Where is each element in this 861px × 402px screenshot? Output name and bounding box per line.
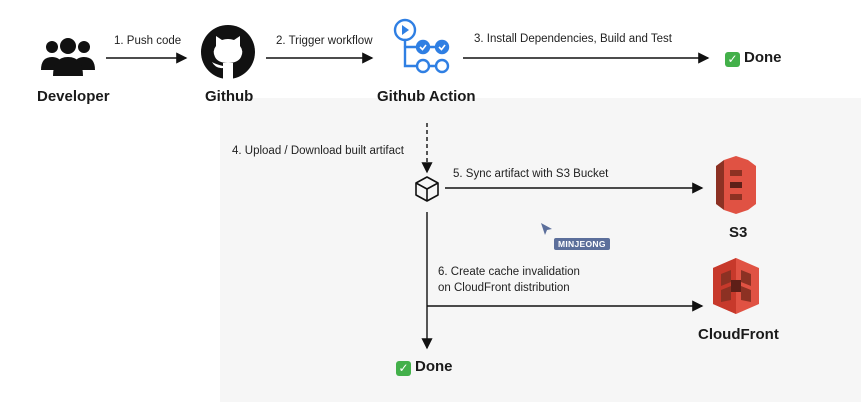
check-mark-icon: ✓: [725, 52, 740, 67]
step5-label: 5. Sync artifact with S3 Bucket: [453, 168, 609, 180]
aws-cloudfront-icon: [713, 258, 759, 314]
done-top-label: Done: [744, 49, 782, 66]
step6-label-line2: on CloudFront distribution: [438, 282, 570, 294]
step2-label: 2. Trigger workflow: [276, 35, 373, 47]
github-label: Github: [205, 88, 254, 105]
cloudfront-label: CloudFront: [698, 326, 779, 343]
s3-label: S3: [729, 224, 748, 241]
step6-label-line1: 6. Create cache invalidation: [438, 266, 580, 278]
users-icon: [41, 38, 95, 76]
cube-icon: [415, 176, 439, 202]
step1-label: 1. Push code: [114, 35, 182, 47]
done-bottom: ✓ Done: [396, 358, 453, 376]
check-mark-icon: ✓: [396, 361, 411, 376]
github-actions-icon: [393, 18, 450, 74]
pointer-icon: [541, 223, 552, 235]
background-panel: [220, 98, 861, 402]
github-action-label: Github Action: [377, 88, 476, 105]
cursor-name-tag: MINJEONG: [554, 238, 610, 250]
step3-label: 3. Install Dependencies, Build and Test: [474, 33, 672, 45]
done-top: ✓ Done: [725, 49, 782, 67]
step4-label: 4. Upload / Download built artifact: [232, 145, 404, 157]
aws-s3-icon: [716, 156, 756, 214]
done-bottom-label: Done: [415, 358, 453, 375]
developer-label: Developer: [37, 88, 110, 105]
github-octocat-icon: [201, 25, 255, 79]
